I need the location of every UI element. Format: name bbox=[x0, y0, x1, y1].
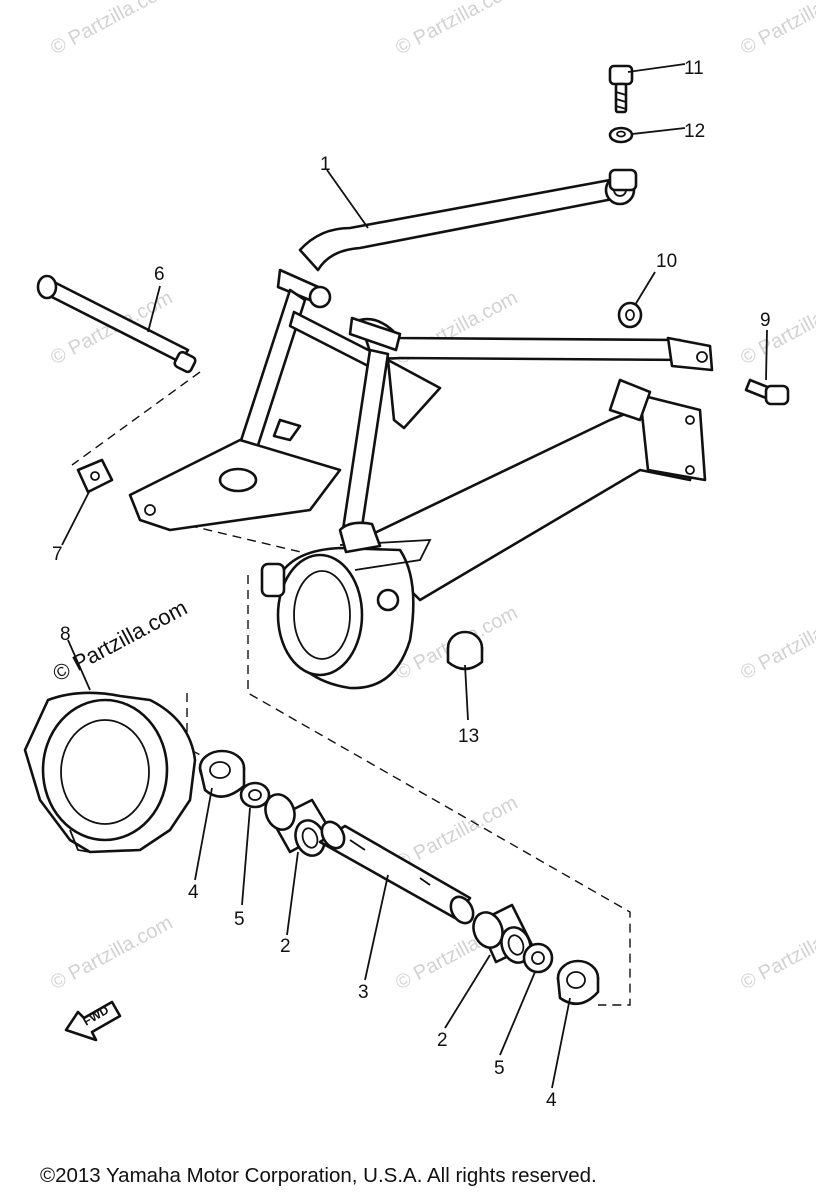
watermark: © Partzilla.com bbox=[737, 602, 816, 685]
lock-plate-part-7 bbox=[76, 458, 114, 494]
nut-part-10 bbox=[617, 301, 643, 329]
swing-arm-housing bbox=[128, 378, 707, 690]
watermark: © Partzilla.com bbox=[737, 287, 816, 370]
callouts: 1 11 12 6 10 9 7 8 13 4 5 2 3 2 5 4 bbox=[52, 58, 771, 1111]
callout-4-left: 4 bbox=[188, 882, 199, 903]
bearing-part-2-left bbox=[264, 793, 332, 857]
callout-12: 12 bbox=[684, 121, 705, 142]
forward-arrow: FWD bbox=[64, 1000, 122, 1042]
callout-4-right: 4 bbox=[546, 1090, 557, 1111]
callout-2-left: 2 bbox=[280, 936, 291, 957]
watermark: © Partzilla.com bbox=[737, 912, 816, 995]
bolt-part-11 bbox=[608, 64, 634, 114]
bolt-part-9 bbox=[744, 378, 790, 406]
washer-part-5-left bbox=[239, 781, 271, 809]
watermark: © Partzilla.com bbox=[47, 0, 176, 59]
watermark: © Partzilla.com bbox=[392, 792, 521, 875]
callout-3: 3 bbox=[358, 982, 369, 1003]
washer-part-12 bbox=[608, 126, 634, 144]
copyright-notice: ©2013 Yamaha Motor Corporation, U.S.A. A… bbox=[40, 1164, 597, 1187]
callout-5-left: 5 bbox=[234, 909, 245, 930]
watermark: © Partzilla.com bbox=[737, 0, 816, 59]
bearing-part-2-right bbox=[472, 903, 534, 964]
oil-seal-part-4-right bbox=[556, 959, 600, 1006]
callout-1: 1 bbox=[320, 154, 331, 175]
callout-2-right: 2 bbox=[437, 1030, 448, 1051]
callout-6: 6 bbox=[154, 264, 165, 285]
watermark: © Partzilla.com bbox=[47, 912, 176, 995]
cover-part-8 bbox=[23, 691, 197, 854]
callout-13: 13 bbox=[458, 726, 479, 747]
oil-seal-part-4-left bbox=[198, 749, 246, 798]
shaft-part-3 bbox=[318, 820, 475, 925]
leader-lines bbox=[61, 63, 768, 1089]
pivot-shaft-part-6 bbox=[36, 274, 197, 374]
callout-9: 9 bbox=[760, 310, 771, 331]
watermark: © Partzilla.com bbox=[392, 0, 521, 59]
callout-5-right: 5 bbox=[494, 1058, 505, 1079]
assembly-guides bbox=[71, 371, 631, 1006]
cap-part-13 bbox=[446, 630, 484, 671]
swing-arm-part-1 bbox=[232, 168, 714, 542]
callout-8: 8 bbox=[60, 624, 71, 645]
washer-part-5-right bbox=[522, 942, 554, 974]
callout-7: 7 bbox=[52, 544, 63, 565]
bearing-set bbox=[198, 749, 600, 1006]
callout-11: 11 bbox=[684, 58, 704, 79]
callout-10: 10 bbox=[656, 251, 677, 272]
